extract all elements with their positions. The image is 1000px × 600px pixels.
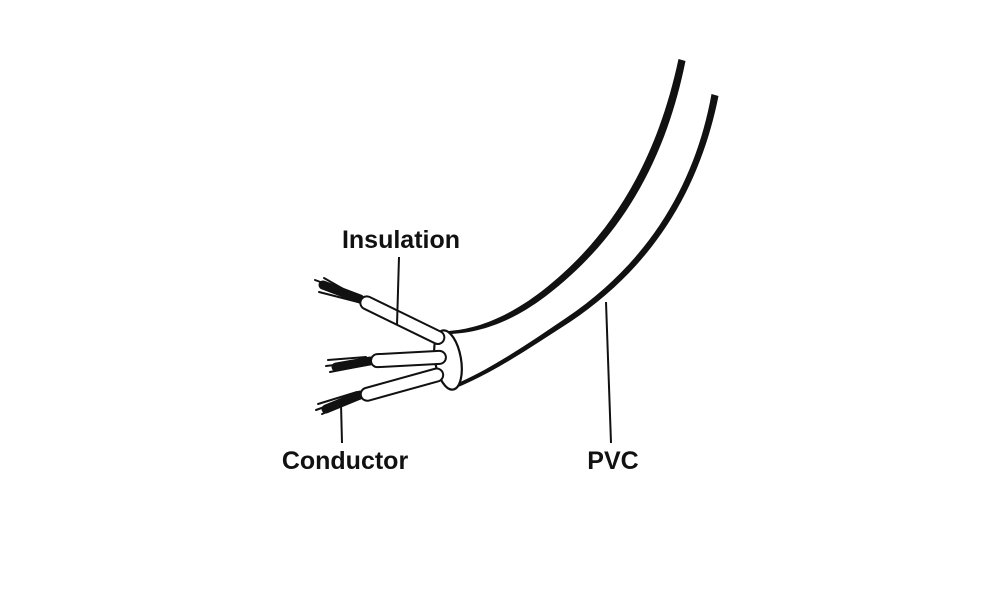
insulation-bottom bbox=[359, 367, 445, 402]
cable-outer-edge bbox=[449, 59, 686, 334]
cable-inner-edge bbox=[451, 94, 719, 390]
conductor-middle bbox=[325, 356, 375, 373]
conductor-leader-line bbox=[340, 403, 343, 444]
cable-sheath bbox=[433, 59, 719, 391]
pvc-leader-line bbox=[605, 301, 612, 444]
conductor-bottom bbox=[315, 390, 365, 415]
insulation-label: Insulation bbox=[341, 226, 461, 254]
wire-bottom bbox=[315, 367, 445, 415]
conductor-top bbox=[314, 277, 365, 304]
leader-lines bbox=[340, 256, 612, 444]
pvc-label: PVC bbox=[587, 447, 639, 475]
wire-top bbox=[314, 277, 446, 345]
insulation-leader-line bbox=[396, 256, 400, 326]
conductor-label: Conductor bbox=[281, 447, 409, 475]
insulation-middle bbox=[369, 349, 447, 369]
insulation-top bbox=[359, 295, 446, 345]
wire-middle bbox=[325, 349, 447, 373]
